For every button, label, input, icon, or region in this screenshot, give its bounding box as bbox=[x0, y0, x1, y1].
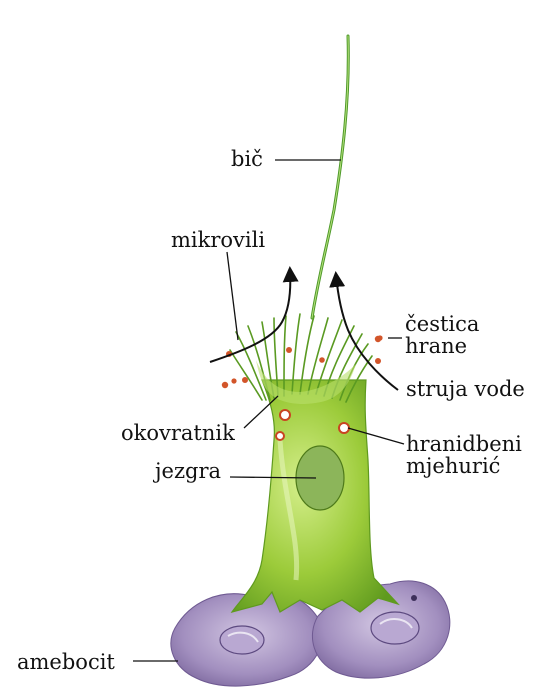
water-current-arrows bbox=[210, 270, 398, 390]
label-food-vacuole-line2: mjehurić bbox=[406, 455, 522, 477]
label-collar: okovratnik bbox=[121, 422, 235, 444]
label-food-particle: čestica hrane bbox=[405, 313, 479, 357]
label-water-current: struja vode bbox=[406, 378, 525, 400]
label-flagellum: bič bbox=[231, 148, 263, 170]
label-food-vacuole-line1: hranidbeni bbox=[406, 433, 522, 455]
flagellum bbox=[312, 36, 348, 318]
label-amoebocyte: amebocit bbox=[17, 651, 115, 673]
label-food-particle-line1: čestica bbox=[405, 313, 479, 335]
label-microvilli: mikrovili bbox=[171, 229, 265, 251]
label-nucleus: jezgra bbox=[155, 460, 221, 482]
label-food-vacuole: hranidbeni mjehurić bbox=[406, 433, 522, 477]
label-food-particle-line2: hrane bbox=[405, 335, 479, 357]
